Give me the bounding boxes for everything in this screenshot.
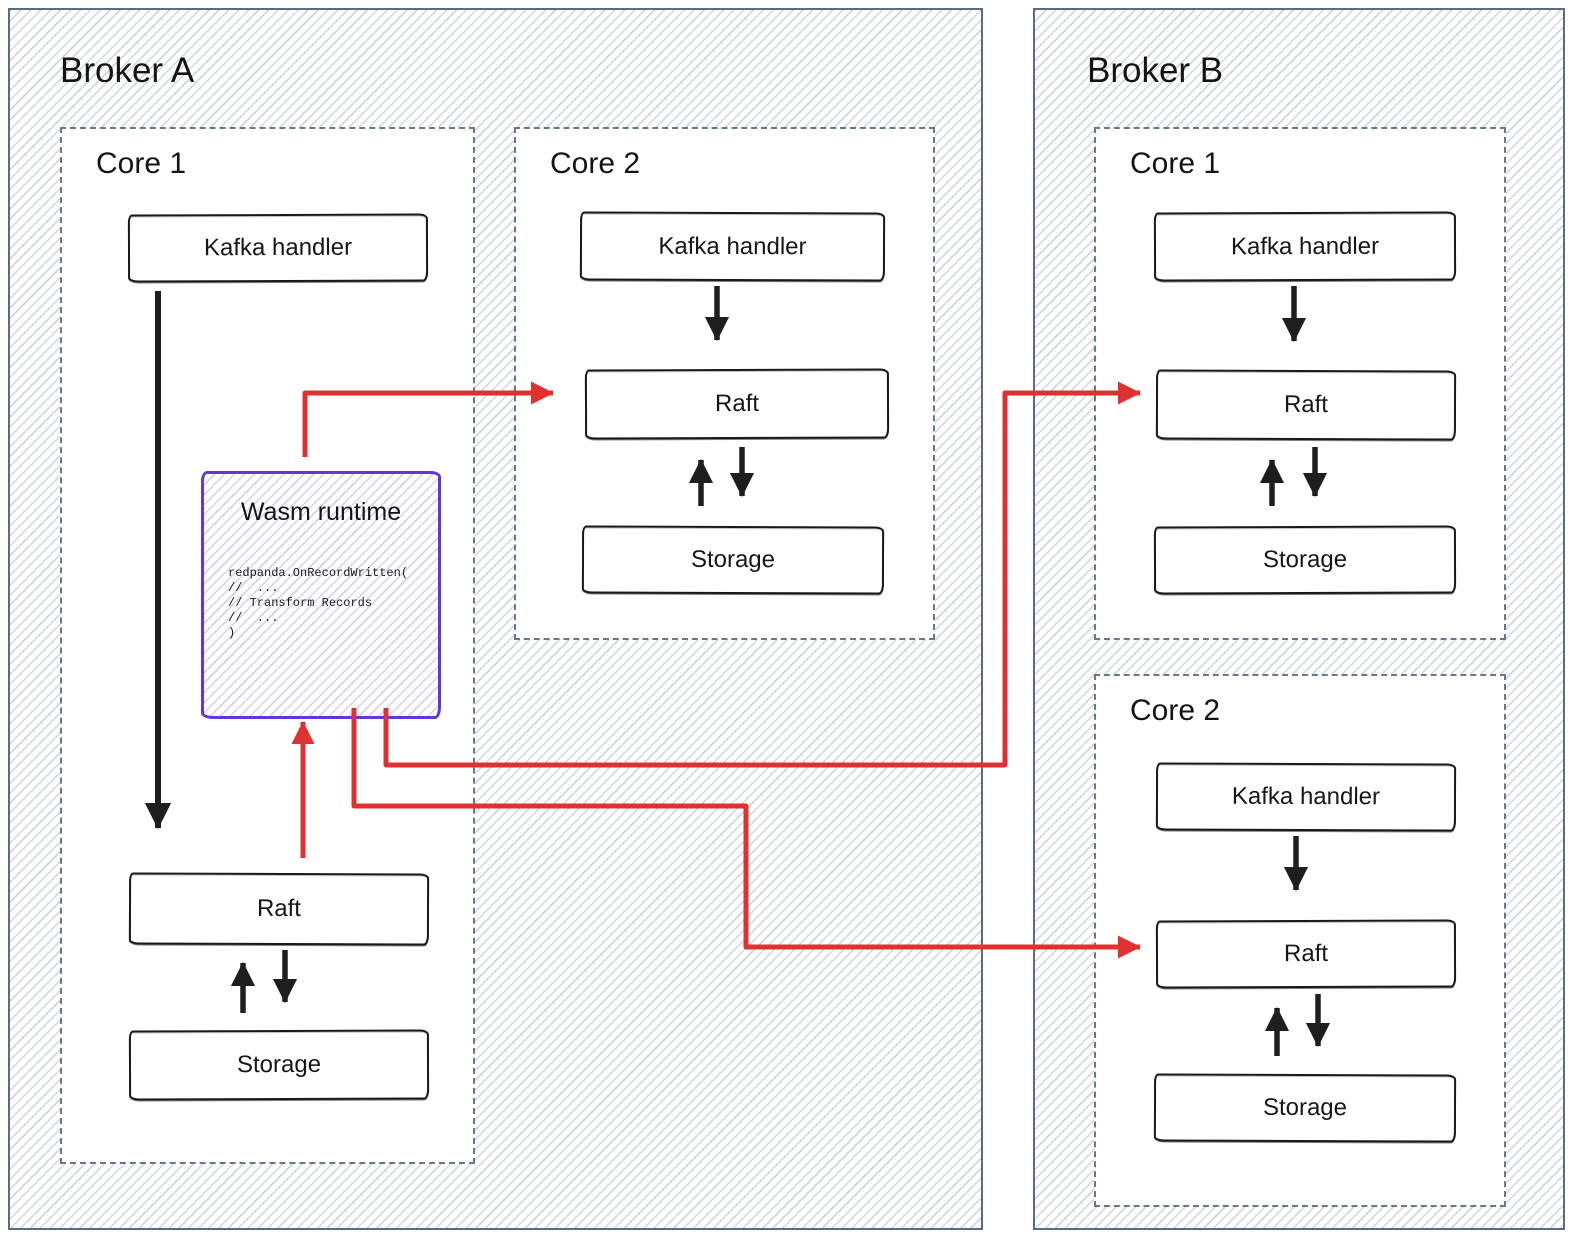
raft-box: Raft <box>1155 369 1457 441</box>
kafka-handler-label: Kafka handler <box>203 233 353 262</box>
raft-label: Raft <box>256 894 302 923</box>
kafka-handler-box: Kafka handler <box>1153 211 1457 282</box>
kafka-handler-label: Kafka handler <box>658 232 807 260</box>
code-line: ) <box>228 626 236 640</box>
storage-box: Storage <box>1153 1073 1457 1143</box>
code-line: redpanda.OnRecordWritten( <box>228 566 409 580</box>
kafka-handler-box: Kafka handler <box>127 213 429 283</box>
storage-box: Storage <box>1153 525 1457 595</box>
broker-a-container: Broker A Core 1 Kafka handler Wasm runti… <box>8 8 983 1230</box>
code-line: // ... <box>228 611 279 625</box>
raft-box: Raft <box>1155 919 1457 989</box>
wasm-runtime-title: Wasm runtime <box>240 498 402 526</box>
kafka-handler-box: Kafka handler <box>579 211 886 282</box>
storage-box: Storage <box>581 525 885 595</box>
broker-b-container: Broker B Core 1 Kafka handler Raft Stora… <box>1033 8 1565 1230</box>
kafka-handler-box: Kafka handler <box>1155 762 1457 832</box>
storage-box: Storage <box>128 1029 430 1101</box>
broker-a-core-1: Core 1 Kafka handler Wasm runtime redpan… <box>60 127 475 1164</box>
broker-b-core-2-title: Core 2 <box>1130 694 1221 727</box>
raft-box: Raft <box>584 368 890 440</box>
raft-label: Raft <box>714 389 760 418</box>
storage-label: Storage <box>690 545 776 574</box>
broker-b-core-1-title: Core 1 <box>1130 147 1221 180</box>
wasm-code-block: redpanda.OnRecordWritten( // ... // Tran… <box>228 566 408 641</box>
broker-a-title: Broker A <box>60 51 195 90</box>
code-line: // ... <box>228 581 279 595</box>
broker-b-title: Broker B <box>1087 51 1224 90</box>
kafka-handler-label: Kafka handler <box>1231 782 1381 811</box>
broker-a-core-1-title: Core 1 <box>96 147 187 180</box>
broker-a-core-2: Core 2 Kafka handler Raft Storage <box>514 127 935 640</box>
wasm-runtime-box: Wasm runtime redpanda.OnRecordWritten( /… <box>201 471 441 719</box>
raft-box: Raft <box>128 872 430 946</box>
storage-label: Storage <box>1262 1093 1348 1122</box>
raft-label: Raft <box>1283 390 1329 419</box>
storage-label: Storage <box>236 1050 322 1079</box>
kafka-handler-label: Kafka handler <box>1230 232 1380 260</box>
broker-b-core-1: Core 1 Kafka handler Raft Storage <box>1094 127 1506 640</box>
storage-label: Storage <box>1262 545 1348 574</box>
raft-label: Raft <box>1283 939 1329 968</box>
code-line: // Transform Records <box>228 596 373 610</box>
broker-b-core-2: Core 2 Kafka handler Raft Storage <box>1094 674 1506 1207</box>
broker-a-core-2-title: Core 2 <box>550 147 641 180</box>
